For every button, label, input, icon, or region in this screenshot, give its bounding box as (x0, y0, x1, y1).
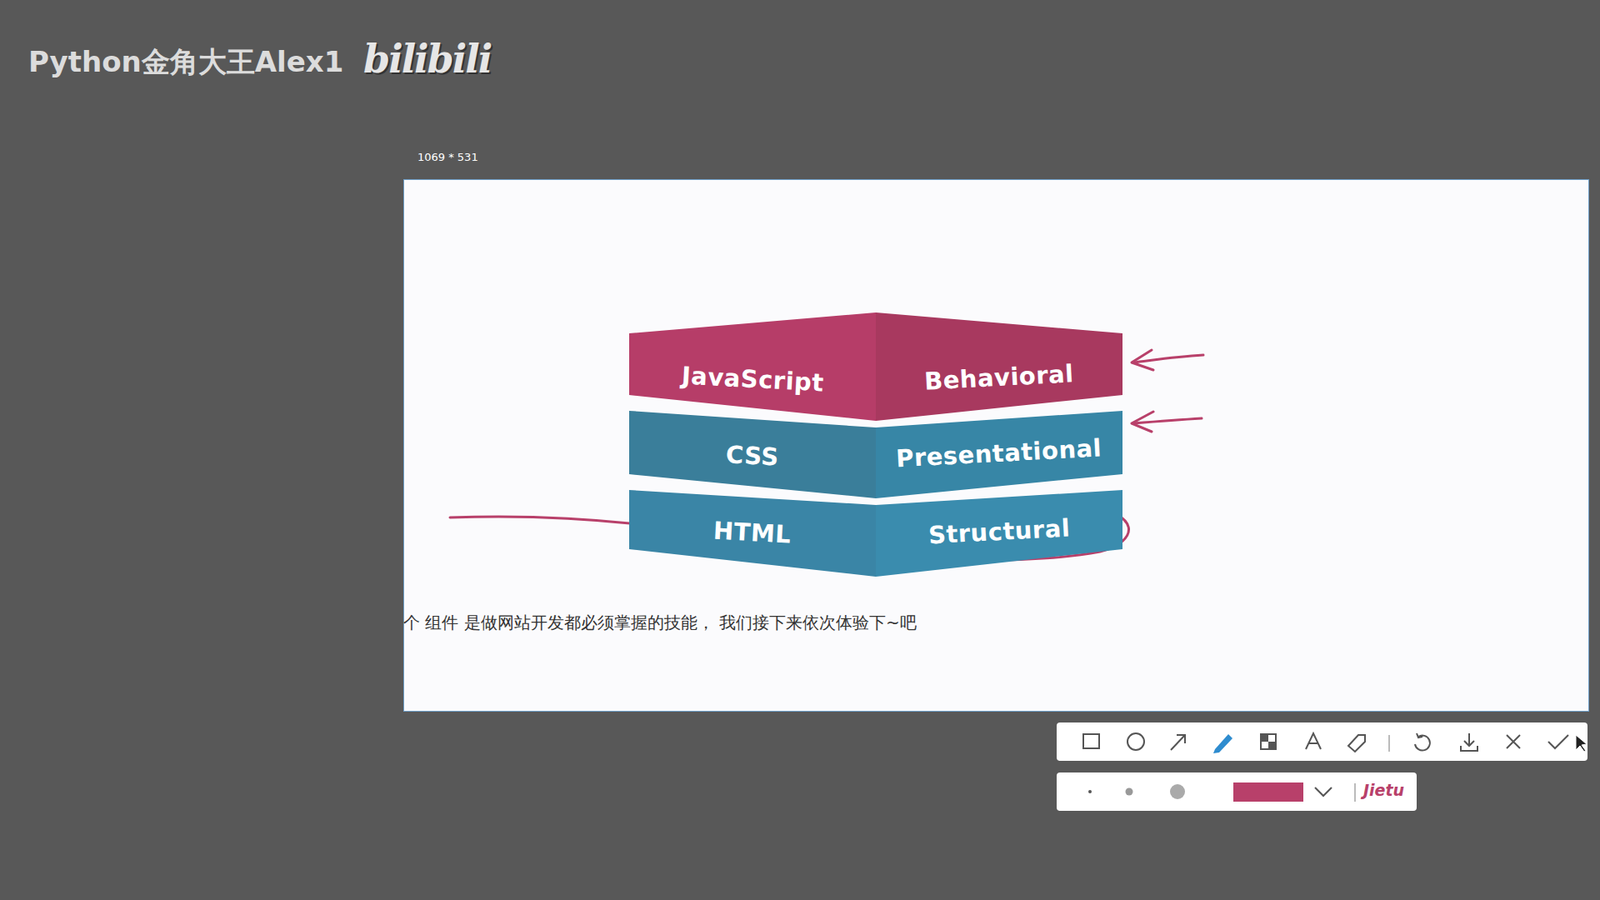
toolbar-panel (1056, 722, 1588, 761)
layer-name: HTML (712, 516, 792, 550)
layer-band: HTMLStructural (629, 490, 1123, 577)
layer-name: CSS (725, 440, 780, 471)
layer-band: JavaScriptBehavioral (629, 312, 1123, 421)
bilibili-logo: bilibili (363, 36, 491, 82)
brand-text: Jietu (1363, 780, 1405, 800)
caption-text: 个 组件 是做网站开发都必须掌握的技能， 我们接下来依次体验下~吧 (403, 611, 917, 635)
layer-band: CSSPresentational (629, 410, 1123, 499)
capture-size: 1069 * 531 (417, 150, 479, 164)
watermark: Python金角大王Alex1 (28, 43, 344, 82)
